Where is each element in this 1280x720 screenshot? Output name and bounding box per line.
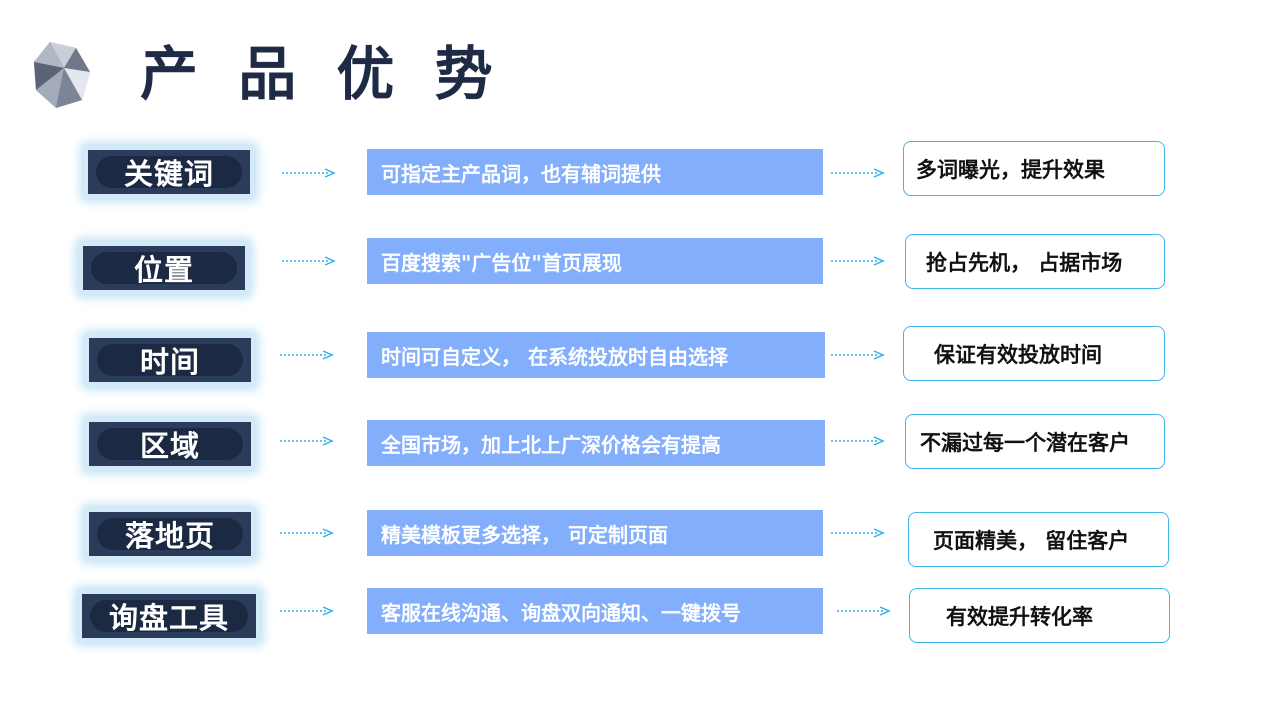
feature-description: 百度搜索"广告位"首页展现 bbox=[367, 238, 823, 284]
feature-label-pill bbox=[96, 156, 242, 188]
feature-result: 页面精美， 留住客户 bbox=[908, 512, 1169, 567]
arrow-right-icon bbox=[831, 350, 885, 360]
arrow-right-icon bbox=[837, 606, 891, 616]
feature-result: 不漏过每一个潜在客户 bbox=[905, 414, 1165, 469]
arrow-right-icon bbox=[831, 528, 885, 538]
faceted-crystal-logo-icon bbox=[34, 42, 90, 108]
arrow-right-icon bbox=[831, 256, 885, 266]
feature-label-landing-page: 落地页 bbox=[89, 512, 251, 556]
feature-row-position: 位置 百度搜索"广告位"首页展现 抢占先机， 占据市场 bbox=[0, 232, 1280, 292]
feature-description: 可指定主产品词，也有辅词提供 bbox=[367, 149, 823, 195]
feature-description: 客服在线沟通、询盘双向通知、一键拨号 bbox=[367, 588, 823, 634]
feature-result: 有效提升转化率 bbox=[909, 588, 1170, 643]
feature-label-pill bbox=[97, 344, 243, 376]
feature-label-pill bbox=[91, 252, 237, 284]
feature-label-keywords: 关键词 bbox=[88, 150, 250, 194]
feature-label-time: 时间 bbox=[89, 338, 251, 382]
feature-row-landing-page: 落地页 精美模板更多选择， 可定制页面 页面精美， 留住客户 bbox=[0, 504, 1280, 567]
feature-label-region: 区域 bbox=[89, 422, 251, 466]
feature-description: 精美模板更多选择， 可定制页面 bbox=[367, 510, 823, 556]
feature-label-text: 位置 bbox=[133, 253, 194, 287]
arrow-right-icon bbox=[280, 436, 334, 446]
arrow-right-icon bbox=[282, 256, 336, 266]
arrow-right-icon bbox=[831, 168, 885, 178]
arrow-right-icon bbox=[280, 528, 334, 538]
arrow-right-icon bbox=[280, 350, 334, 360]
feature-label-pill bbox=[90, 600, 248, 632]
feature-label-text: 关键词 bbox=[123, 157, 214, 191]
page-title: 产 品 优 势 bbox=[140, 40, 503, 108]
feature-result: 保证有效投放时间 bbox=[903, 326, 1165, 381]
feature-row-time: 时间 时间可自定义， 在系统投放时自由选择 保证有效投放时间 bbox=[0, 326, 1280, 386]
feature-result: 多词曝光，提升效果 bbox=[903, 141, 1165, 196]
feature-label-position: 位置 bbox=[83, 246, 245, 290]
feature-row-inquiry-tools: 询盘工具 客服在线沟通、询盘双向通知、一键拨号 有效提升转化率 bbox=[0, 584, 1280, 644]
feature-row-keywords: 关键词 可指定主产品词，也有辅词提供 多词曝光，提升效果 bbox=[0, 141, 1280, 202]
feature-row-region: 区域 全国市场，加上北上广深价格会有提高 不漏过每一个潜在客户 bbox=[0, 414, 1280, 474]
feature-description: 时间可自定义， 在系统投放时自由选择 bbox=[367, 332, 825, 378]
arrow-right-icon bbox=[831, 436, 885, 446]
feature-result: 抢占先机， 占据市场 bbox=[905, 234, 1165, 289]
feature-label-text: 落地页 bbox=[124, 519, 215, 553]
feature-label-text: 询盘工具 bbox=[108, 601, 229, 635]
feature-label-pill bbox=[97, 428, 243, 460]
feature-label-text: 时间 bbox=[139, 345, 200, 379]
feature-description: 全国市场，加上北上广深价格会有提高 bbox=[367, 420, 825, 466]
feature-label-text: 区域 bbox=[139, 429, 200, 463]
arrow-right-icon bbox=[282, 168, 336, 178]
arrow-right-icon bbox=[280, 606, 334, 616]
feature-label-pill bbox=[97, 518, 243, 550]
feature-label-inquiry-tools: 询盘工具 bbox=[82, 594, 256, 638]
